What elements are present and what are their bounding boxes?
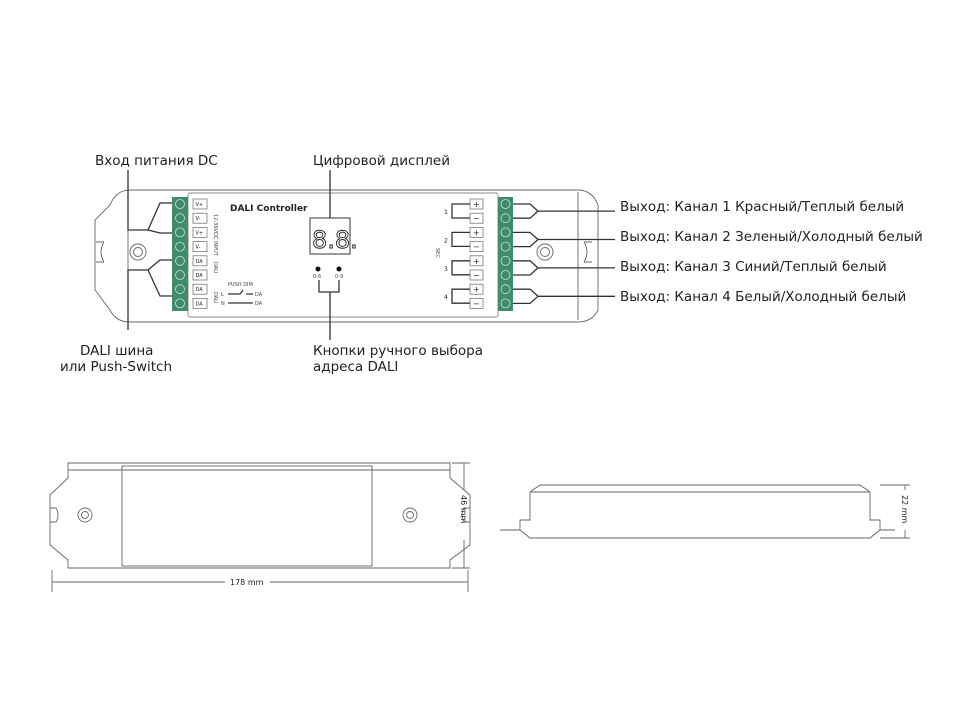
output-callout-line [513, 288, 615, 305]
screw-icon [500, 227, 511, 238]
dali-label-2: DALI [212, 292, 218, 303]
callout-dali-bus-1: DALI шина [80, 343, 153, 359]
terminal-label: V+ [196, 230, 204, 236]
push-l-label: L [221, 292, 224, 298]
screw-icon [175, 255, 185, 266]
terminal-label: DA [196, 273, 204, 279]
device-dimension-view [49, 462, 910, 592]
input-terminal [192, 212, 208, 224]
terminal-label: V- [196, 245, 201, 251]
channel-wire [451, 260, 470, 276]
dali-label-1: DALI [212, 262, 218, 273]
terminal-label: DA [196, 287, 204, 293]
screw-icon [500, 284, 511, 295]
input-terminal [192, 227, 208, 238]
callout-dali-bus-2: или Push-Switch [60, 359, 172, 375]
channel-number: 1 [444, 209, 448, 216]
channel-number: 4 [444, 294, 448, 301]
button-label-0-9: 0-9 [335, 274, 343, 280]
channel-number: 3 [444, 266, 448, 273]
callout-dc-input: Вход питания DC [95, 153, 218, 169]
sec-label: SEC [434, 248, 440, 258]
terminal-polarity: − [473, 271, 480, 280]
channel-number: 2 [444, 237, 448, 244]
output-callout-line [513, 260, 615, 276]
channel-wire [451, 231, 470, 248]
output-terminal-block [498, 197, 513, 311]
screw-icon [175, 270, 185, 280]
device-title: DALI Controller [230, 204, 308, 214]
callout-buttons-1: Кнопки ручного выбора [313, 343, 483, 359]
callout-display: Цифровой дисплей [313, 153, 450, 169]
terminal-polarity: − [473, 299, 480, 308]
push-da-label: DA [255, 292, 263, 298]
callout-output-2: Выход: Канал 2 Зеленый/Холодный белый [620, 229, 923, 245]
terminal-label: V+ [196, 202, 204, 208]
output-callout-line [513, 203, 615, 219]
screw-icon [175, 199, 185, 209]
screw-icon [500, 270, 511, 280]
button-label-0-6: 0-6 [313, 274, 321, 280]
channel-wire [451, 203, 470, 219]
terminal-label: DA [196, 259, 204, 265]
input-label: 12-36VDC INPUT [212, 214, 218, 257]
screw-icon [500, 298, 511, 309]
terminal-label: V- [196, 216, 201, 222]
terminal-polarity: + [473, 200, 480, 209]
terminal-polarity: + [473, 228, 480, 237]
callout-output-3: Выход: Канал 3 Синий/Теплый белый [620, 259, 887, 275]
push-n-label: N [221, 301, 225, 307]
screw-icon [500, 241, 511, 252]
dim-width: 46 mm [459, 495, 468, 524]
screw-icon [175, 284, 185, 295]
device-top-view [94, 189, 599, 323]
screw-icon [500, 255, 511, 266]
terminal-polarity: − [473, 214, 480, 223]
dim-height: 22 mm [900, 495, 909, 524]
screw-icon [500, 213, 511, 224]
input-terminal [192, 255, 208, 267]
input-terminal [192, 298, 208, 309]
screw-icon [175, 227, 185, 238]
button-0-6[interactable] [315, 266, 321, 272]
channel-wire [451, 288, 470, 304]
input-terminal [192, 269, 208, 281]
push-dim-label: PUSH DIM [228, 282, 253, 288]
terminal-polarity: − [473, 243, 480, 252]
dim-length: 178 mm [230, 578, 264, 587]
callout-output-1: Выход: Канал 1 Красный/Теплый белый [620, 199, 904, 215]
callout-buttons-2: адреса DALI [313, 359, 398, 375]
display-digits: 8.8. [312, 226, 358, 254]
terminal-polarity: + [473, 257, 480, 266]
screw-icon [175, 213, 185, 224]
output-callout-line [513, 231, 615, 248]
screw-icon [175, 241, 185, 252]
terminal-label: DA [196, 301, 204, 307]
input-terminal [192, 241, 208, 252]
screw-icon [175, 298, 185, 309]
input-terminal [192, 283, 208, 295]
button-0-9[interactable] [336, 266, 342, 272]
callout-output-4: Выход: Канал 4 Белый/Холодный белый [620, 289, 906, 305]
input-terminal [192, 198, 208, 210]
screw-icon [500, 199, 511, 209]
push-da-label-2: DA [255, 301, 263, 307]
terminal-polarity: + [473, 285, 480, 294]
input-terminal-block [172, 197, 188, 311]
